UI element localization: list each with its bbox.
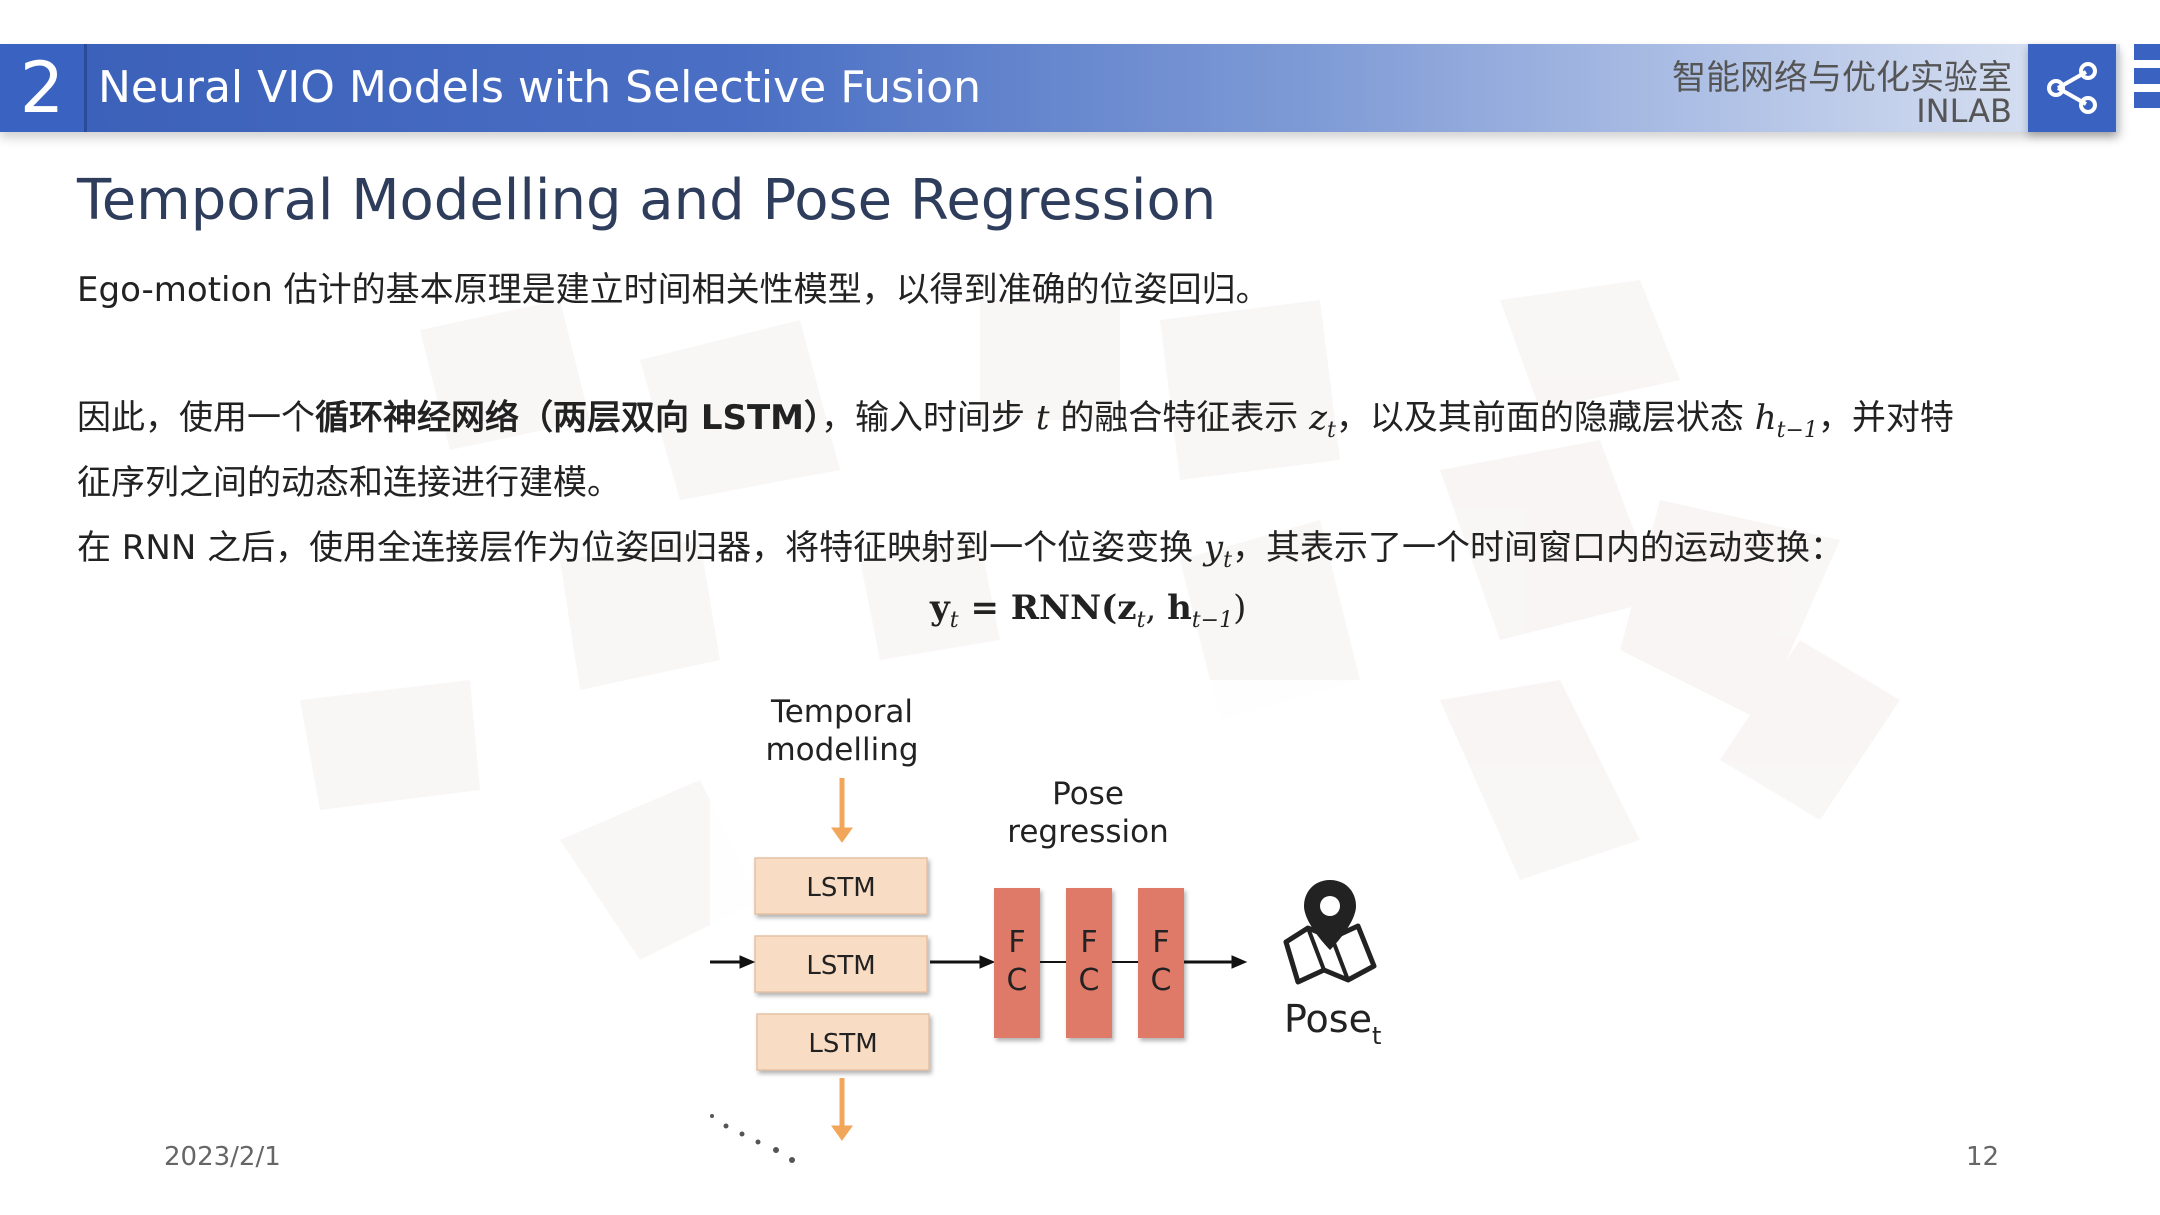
temporal-label-1: Temporal [770,694,913,730]
fc-layers: F C F C F C [994,888,1184,1038]
input-arrow [710,955,756,969]
lstm-block-3 [756,1013,930,1071]
lab-name-en: INLAB [1916,92,2012,130]
side-tabs [2134,44,2160,132]
map-pin-icon [1283,880,1377,985]
lstm-label-2: LSTM [806,951,875,981]
orange-arrow-top [831,778,853,843]
pose-output-label: Poset [1284,997,1381,1050]
lstm-label-3: LSTM [808,1029,877,1059]
paragraph-2-line-2: 征序列之间的动态和连接进行建模。 [77,463,621,503]
lstm-block-2 [754,935,928,993]
lstm-to-fc-arrow [930,955,996,969]
fc-block-3 [1138,888,1184,1038]
diagram-background [710,680,1410,1180]
fc-block-2 [1066,888,1112,1038]
paragraph-3: 在 RNN 之后，使用全连接层作为位姿回归器，将特征映射到一个位姿变换 yt，其… [77,528,1844,573]
fc-label-1-bottom: C [1007,963,1028,998]
lstm-block-1 [754,857,928,915]
fc-to-pose-arrow [1184,955,1248,969]
paragraph-1: Ego-motion 估计的基本原理是建立时间相关性模型，以得到准确的位姿回归。 [77,270,1270,310]
paragraph-2-line-1: 因此，使用一个循环神经网络（两层双向 LSTM），输入时间步 t 的融合特征表示… [77,398,1954,443]
fc-label-3-bottom: C [1151,963,1172,998]
slide-title: Temporal Modelling and Pose Regression [77,168,1217,233]
fc-block-1 [994,888,1040,1038]
pose-regression-diagram: Temporal modelling LSTM LSTM LSTM Pose r… [710,680,1410,1180]
temporal-label-2: modelling [765,732,918,768]
share-button[interactable] [2028,44,2116,132]
page-number: 12 [1966,1142,2000,1172]
fc-label-2-bottom: C [1079,963,1100,998]
orange-arrow-bottom [831,1078,853,1141]
fc-label-1-top: F [1008,925,1025,960]
fc-label-3-top: F [1152,925,1169,960]
rnn-equation: yt = RNN(zt, ht−1) [930,588,1247,633]
lab-name-cn: 智能网络与优化实验室 [1672,58,2012,98]
lstm-stack: LSTM LSTM LSTM [754,857,930,1071]
pose-label-1: Pose [1052,776,1124,812]
dotted-trail [710,1114,795,1163]
section-number: 2 [0,44,87,132]
header-title: Neural VIO Models with Selective Fusion [98,62,981,113]
fc-label-2-top: F [1080,925,1097,960]
lstm-label-1: LSTM [806,873,875,903]
pose-label-2: regression [1007,814,1168,850]
footer-date: 2023/2/1 [164,1142,281,1172]
share-icon [2047,62,2097,114]
header-bar [0,44,2120,132]
